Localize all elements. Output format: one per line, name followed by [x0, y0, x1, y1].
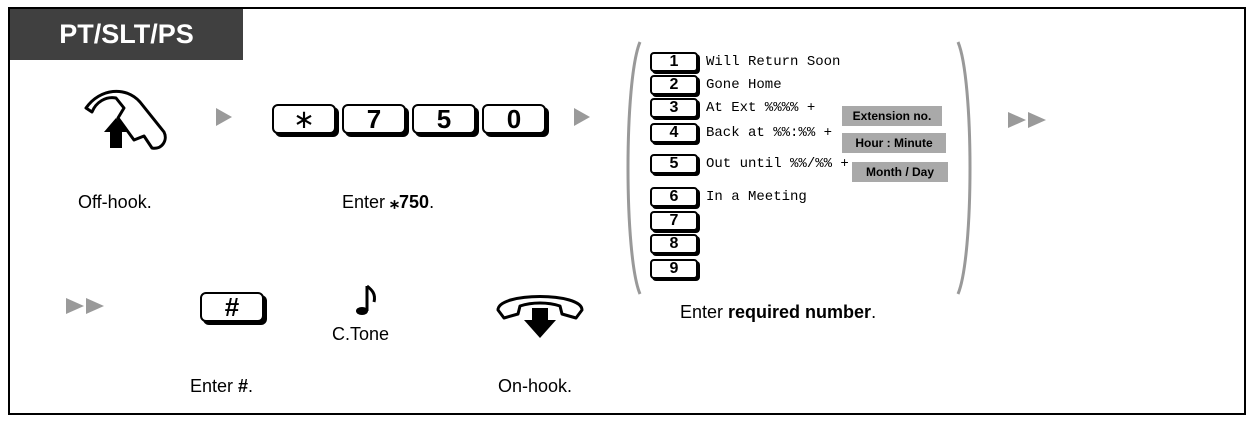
right-arrow-icon	[216, 108, 232, 126]
message-text-1: Will Return Soon	[706, 54, 841, 70]
digit-7-key[interactable]: 7	[342, 104, 406, 134]
hash-text: #	[238, 376, 249, 396]
message-key-2[interactable]: 2	[650, 75, 698, 95]
hash-key[interactable]: #	[200, 292, 264, 322]
message-key-5[interactable]: 5	[650, 154, 698, 174]
message-key-8[interactable]: 8	[650, 234, 698, 254]
hour-minute-badge: Hour : Minute	[842, 133, 946, 153]
page-title: PT/SLT/PS	[10, 9, 243, 60]
message-key-6[interactable]: 6	[650, 187, 698, 207]
handset-on-hook-icon	[496, 295, 584, 338]
enter-code-prefix: Enter	[342, 192, 391, 212]
feature-code-text: ⁎750	[390, 192, 430, 212]
enter-hash-caption: Enter #.	[190, 376, 253, 397]
message-text-6: In a Meeting	[706, 189, 807, 205]
right-arrow-icon	[574, 108, 590, 126]
required-number-text: required number	[728, 302, 872, 322]
enter-required-suffix: .	[871, 302, 877, 322]
month-day-badge: Month / Day	[852, 162, 948, 182]
enter-required-prefix: Enter	[680, 302, 729, 322]
left-paren	[626, 41, 642, 295]
on-hook-caption: On-hook.	[498, 376, 573, 396]
extension-badge: Extension no.	[842, 106, 942, 126]
message-text-4: Back at %%:%% +	[706, 125, 833, 141]
star-key[interactable]: ∗	[272, 104, 336, 134]
enter-hash-suffix: .	[248, 376, 254, 396]
double-right-arrow-icon	[1008, 112, 1046, 128]
message-key-1[interactable]: 1	[650, 52, 698, 72]
digit-0-key[interactable]: 0	[482, 104, 546, 134]
procedure-frame	[8, 7, 1246, 415]
message-text-5: Out until %%/%% +	[706, 156, 849, 172]
message-text-2: Gone Home	[706, 77, 782, 93]
message-key-3[interactable]: 3	[650, 98, 698, 118]
message-key-4[interactable]: 4	[650, 123, 698, 143]
right-paren	[956, 41, 972, 295]
message-key-9[interactable]: 9	[650, 259, 698, 279]
message-text-3: At Ext %%%% +	[706, 100, 816, 116]
enter-code-suffix: .	[429, 192, 435, 212]
off-hook-caption: Off-hook.	[78, 192, 152, 212]
digit-5-key[interactable]: 5	[412, 104, 476, 134]
message-key-7[interactable]: 7	[650, 211, 698, 231]
enter-required-caption: Enter required number.	[680, 302, 876, 323]
handset-off-hook-icon	[84, 89, 167, 150]
ctone-label: C.Tone	[332, 324, 390, 344]
enter-code-caption: Enter ⁎750.	[342, 192, 434, 213]
music-note-icon	[356, 284, 376, 315]
enter-hash-prefix: Enter	[190, 376, 239, 396]
double-right-arrow-icon	[66, 298, 104, 314]
